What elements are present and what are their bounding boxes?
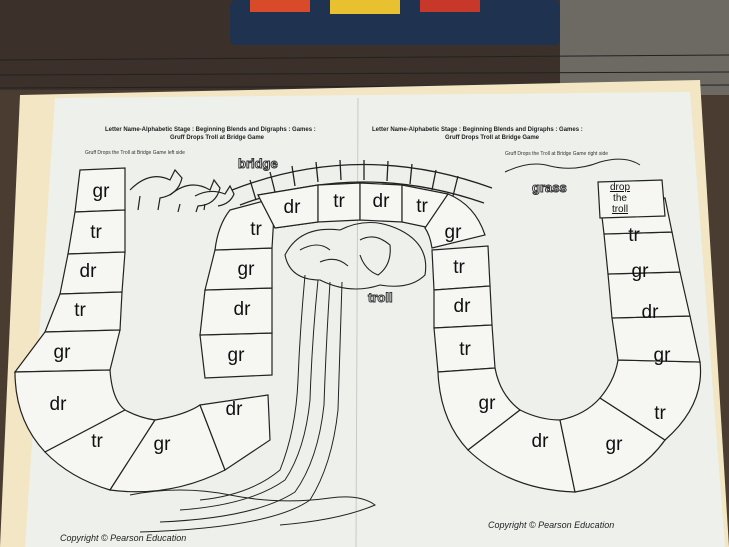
cell-label: dr bbox=[284, 197, 302, 218]
right-title-line2: Gruff Drops Troll at Bridge Game bbox=[445, 135, 540, 141]
basket-item bbox=[420, 0, 480, 12]
basket-item bbox=[250, 0, 310, 12]
left-copyright: Copyright © Pearson Education bbox=[60, 533, 186, 543]
finish-labels: drop the troll bbox=[610, 182, 630, 215]
goats-illustration bbox=[129, 168, 235, 213]
troll-illustration bbox=[284, 222, 427, 290]
cell-label: gr bbox=[445, 222, 463, 243]
board-space bbox=[424, 193, 486, 249]
right-subtitle: Gruff Drops the Troll at Bridge Game rig… bbox=[505, 151, 608, 157]
cell-label: tr bbox=[416, 196, 428, 217]
left-title-line1: Letter Name-Alphabetic Stage : Beginning… bbox=[105, 127, 316, 133]
left-title-line2: Gruff Drops Troll at Bridge Game bbox=[170, 135, 265, 141]
cell-label: dr bbox=[226, 399, 244, 420]
cell-label: dr bbox=[532, 431, 550, 452]
page-fold bbox=[355, 97, 359, 547]
grass-illustration bbox=[504, 158, 641, 173]
left-subtitle: Gruff Drops the Troll at Bridge Game lef… bbox=[85, 150, 185, 156]
basket-item bbox=[330, 0, 400, 14]
cell-label: tr bbox=[453, 257, 465, 278]
waterfall-illustration bbox=[129, 274, 377, 533]
cell-label: dr bbox=[642, 302, 660, 323]
cell-label: gr bbox=[654, 345, 672, 366]
cell-label: gr bbox=[606, 434, 624, 455]
right-inner-labels: gr tr dr tr gr bbox=[445, 222, 497, 414]
cell-label: gr bbox=[479, 393, 497, 414]
right-copyright: Copyright © Pearson Education bbox=[488, 520, 614, 530]
cell-label: tr bbox=[459, 339, 471, 360]
troll-label: troll bbox=[368, 290, 393, 305]
board-space bbox=[199, 394, 271, 471]
finish-text: the bbox=[613, 193, 627, 204]
cell-label: dr bbox=[454, 296, 472, 317]
cell-label: tr bbox=[91, 431, 103, 452]
finish-text: troll bbox=[612, 204, 628, 215]
finish-text: drop bbox=[610, 182, 630, 193]
right-path bbox=[424, 179, 702, 493]
cell-label: tr bbox=[250, 219, 262, 240]
right-outer-labels: dr gr tr gr dr gr tr bbox=[532, 225, 672, 455]
bridge-label: bridge bbox=[238, 156, 278, 171]
cell-label: dr bbox=[80, 261, 98, 282]
cell-label: gr bbox=[632, 261, 650, 282]
left-inner-labels: dr gr dr gr tr dr bbox=[226, 197, 302, 420]
cell-label: dr bbox=[50, 394, 68, 415]
cell-label: tr bbox=[628, 225, 640, 246]
cell-label: gr bbox=[154, 434, 172, 455]
cell-label: tr bbox=[333, 191, 345, 212]
board-space bbox=[559, 397, 666, 493]
cell-label: dr bbox=[373, 191, 391, 212]
cell-label: gr bbox=[228, 345, 246, 366]
books-shelf bbox=[560, 0, 729, 95]
board-space bbox=[214, 197, 276, 251]
bridge-labels: tr dr tr bbox=[333, 191, 428, 217]
cell-label: tr bbox=[90, 222, 102, 243]
grass-label: grass bbox=[532, 180, 567, 195]
cell-label: gr bbox=[93, 181, 111, 202]
left-outer-labels: gr tr dr tr gr dr tr gr bbox=[50, 181, 172, 455]
right-title-line1: Letter Name-Alphabetic Stage : Beginning… bbox=[372, 127, 583, 133]
cell-label: tr bbox=[74, 300, 86, 321]
finish-space bbox=[597, 179, 666, 219]
cell-label: gr bbox=[54, 342, 72, 363]
cell-label: dr bbox=[234, 299, 252, 320]
cell-label: gr bbox=[238, 259, 256, 280]
cell-label: tr bbox=[654, 403, 666, 424]
